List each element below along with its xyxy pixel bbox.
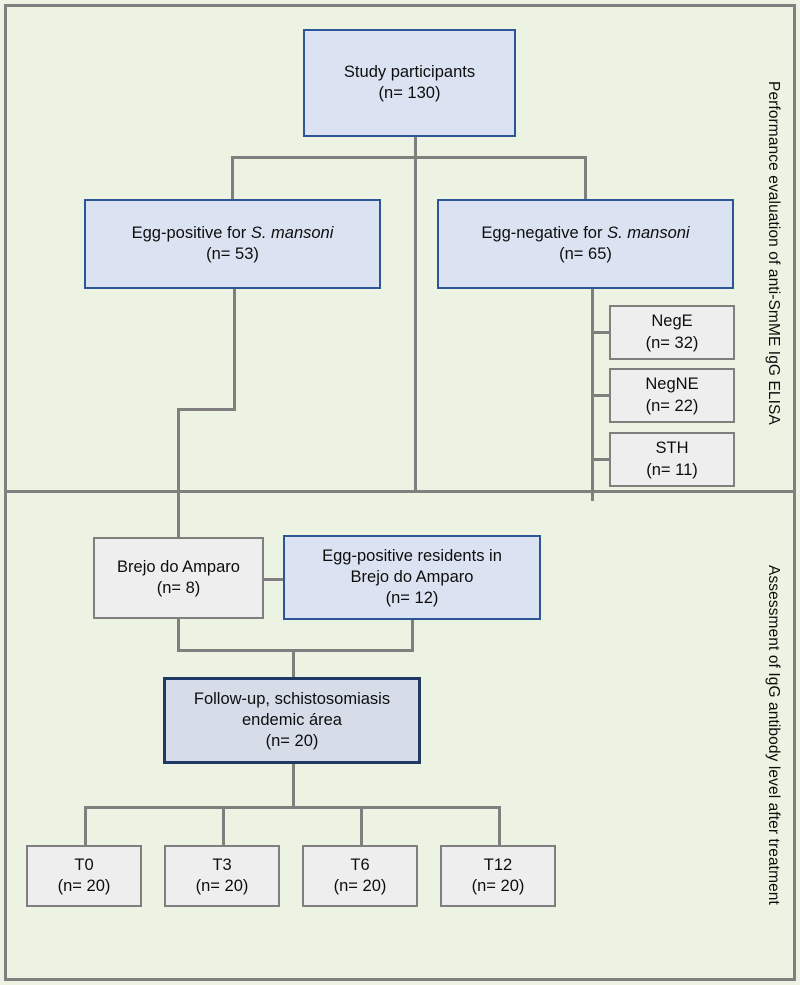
node-sth-count: (n= 11) (646, 460, 698, 479)
connector-brejo-to-residents (262, 578, 284, 581)
node-t6[interactable]: T6 (n= 20) (302, 845, 418, 907)
node-egg-positive-line1: Egg-positive for S. mansoni (132, 223, 334, 244)
connector-to-sth (591, 458, 611, 461)
node-follow-up-count: (n= 20) (265, 732, 319, 751)
node-t3[interactable]: T3 (n= 20) (164, 845, 280, 907)
node-egg-positive[interactable]: Egg-positive for S. mansoni (n= 53) (84, 199, 381, 289)
connector-merge-to-followup (292, 649, 295, 677)
node-egg-positive-residents-count: (n= 12) (385, 589, 439, 608)
connector-to-t0 (84, 806, 87, 845)
node-study-participants-count: (n= 130) (378, 84, 441, 102)
connector-brejo-down (177, 619, 180, 651)
node-egg-positive-residents-line2: Brejo do Amparo (350, 567, 474, 586)
node-egg-positive-count: (n= 53) (206, 245, 259, 263)
node-egg-negative-prefix: Egg-negative for (481, 223, 608, 242)
connector-to-t6 (360, 806, 363, 845)
node-negne[interactable]: NegNE (n= 22) (609, 368, 735, 423)
node-egg-negative-species: S. mansoni (607, 223, 690, 242)
connector-merge-bar (177, 649, 414, 652)
connector-followup-down (292, 764, 295, 808)
connector-to-t3 (222, 806, 225, 845)
node-nege-line1: NegE (651, 312, 693, 331)
node-study-participants-line1: Study participants (343, 62, 476, 81)
section-label-lower: Assessment of IgG antibody level after t… (765, 565, 782, 905)
connector-to-nege (591, 331, 611, 334)
node-brejo-do-amparo-count: (n= 8) (156, 579, 201, 597)
node-t12-count: (n= 20) (471, 877, 525, 895)
node-follow-up[interactable]: Follow-up, schistosomiasis endemic área … (163, 677, 421, 764)
node-t6-count: (n= 20) (333, 877, 387, 895)
node-egg-positive-residents[interactable]: Egg-positive residents in Brejo do Ampar… (283, 535, 541, 620)
node-egg-positive-prefix: Egg-positive for (131, 223, 251, 242)
node-egg-positive-residents-line1: Egg-positive residents in (322, 546, 502, 565)
node-follow-up-line1: Follow-up, schistosomiasis (193, 689, 391, 708)
node-brejo-do-amparo-line1: Brejo do Amparo (117, 557, 240, 576)
node-t0-count: (n= 20) (57, 877, 111, 895)
node-t0-line1: T0 (74, 855, 94, 874)
node-egg-negative[interactable]: Egg-negative for S. mansoni (n= 65) (437, 199, 734, 289)
connector-split-bar (231, 156, 587, 159)
node-egg-positive-species: S. mansoni (250, 223, 334, 242)
node-egg-negative-count: (n= 65) (559, 245, 612, 263)
node-study-participants[interactable]: Study participants (n= 130) (303, 29, 516, 137)
connector-eggpos-to-brejo (177, 408, 180, 538)
section-divider (4, 490, 796, 493)
node-t12-line1: T12 (483, 855, 513, 874)
node-follow-up-line2: endemic área (242, 710, 342, 729)
node-nege[interactable]: NegE (n= 32) (609, 305, 735, 360)
connector-residents-down (411, 619, 414, 651)
node-t3-count: (n= 20) (195, 877, 249, 895)
node-brejo-do-amparo[interactable]: Brejo do Amparo (n= 8) (93, 537, 264, 619)
node-sth-line1: STH (655, 439, 689, 458)
connector-timepoint-bar (84, 806, 500, 809)
connector-eggpos-down (233, 289, 236, 411)
node-negne-count: (n= 22) (645, 396, 699, 415)
node-sth[interactable]: STH (n= 11) (609, 432, 735, 487)
connector-center-long-stem (414, 156, 417, 492)
connector-to-egg-negative (584, 156, 587, 199)
node-negne-line1: NegNE (645, 375, 699, 394)
connector-to-t12 (498, 806, 501, 845)
connector-eggpos-step (177, 408, 236, 411)
node-t6-line1: T6 (350, 855, 370, 874)
node-t3-line1: T3 (212, 855, 232, 874)
section-label-upper: Performance evaluation of anti-SmME IgG … (765, 81, 782, 425)
connector-to-egg-positive (231, 156, 234, 199)
node-t0[interactable]: T0 (n= 20) (26, 845, 142, 907)
node-t12[interactable]: T12 (n= 20) (440, 845, 556, 907)
node-nege-count: (n= 32) (645, 333, 699, 352)
connector-to-negne (591, 394, 611, 397)
node-egg-negative-line1: Egg-negative for S. mansoni (481, 223, 689, 244)
